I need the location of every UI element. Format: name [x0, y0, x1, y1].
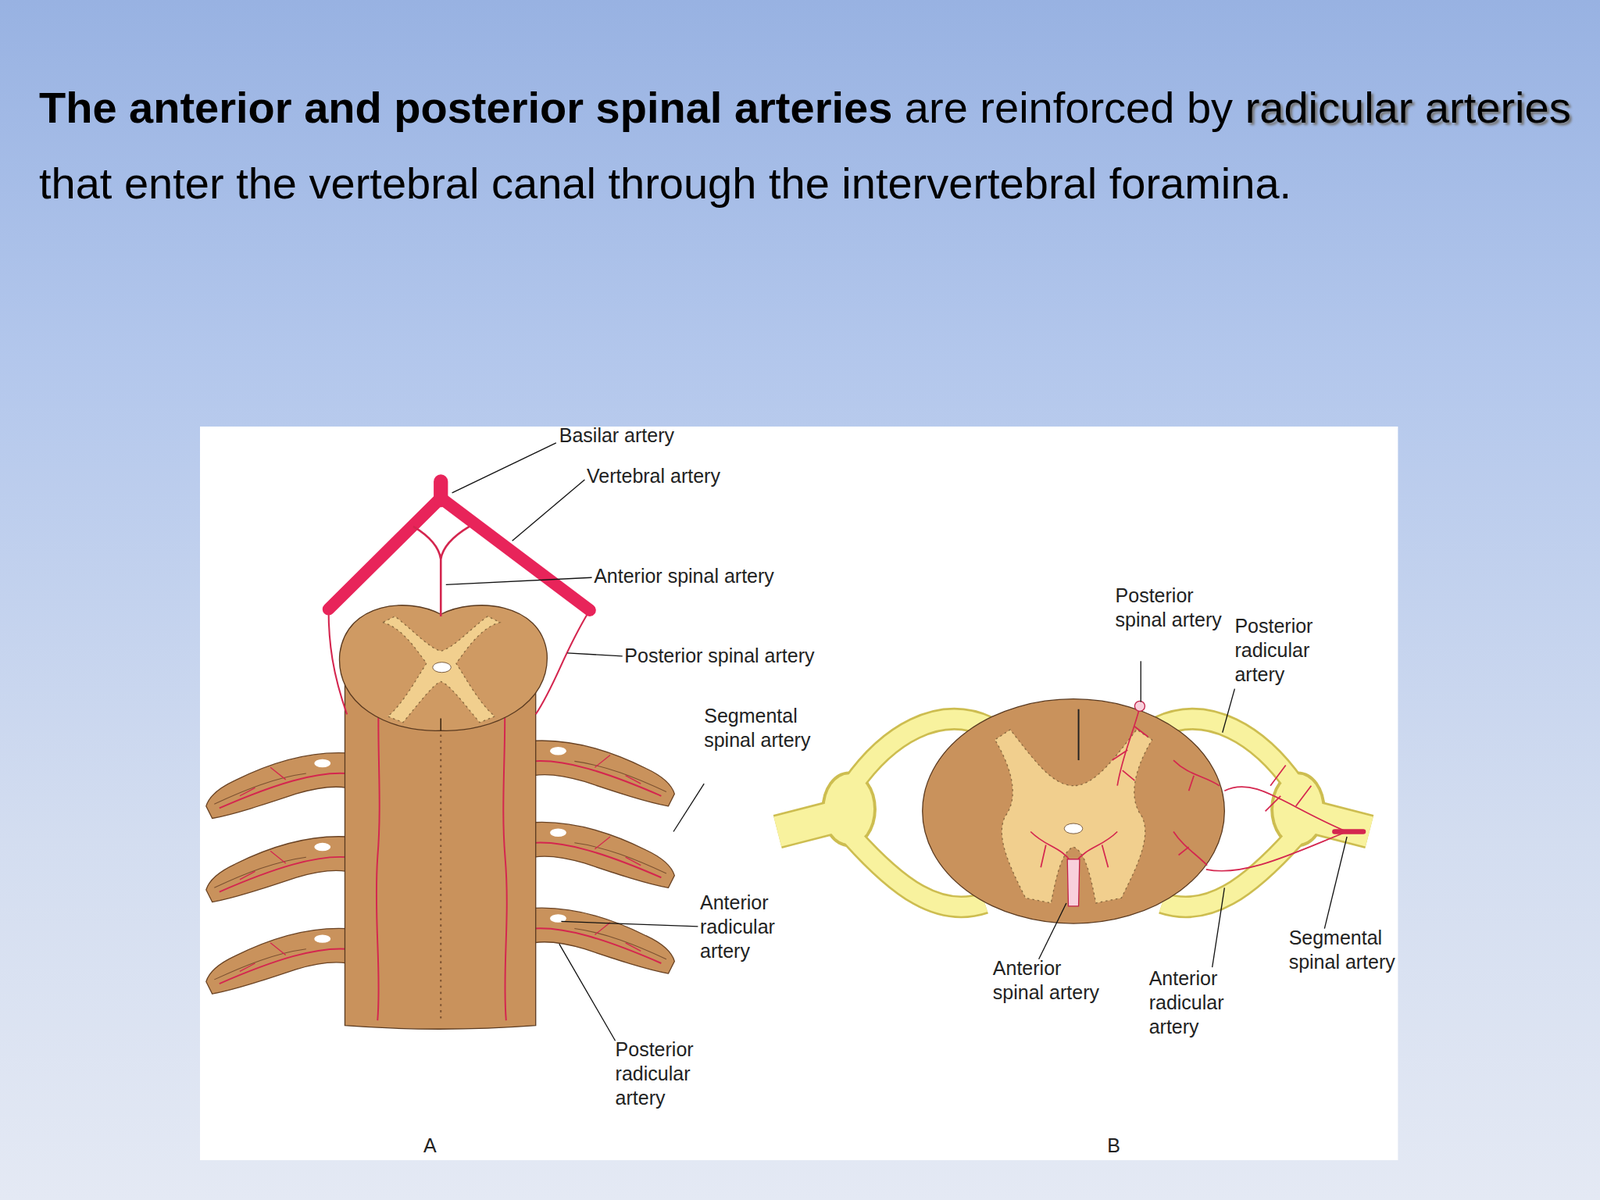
posterior-spinal-artery — [328, 609, 348, 715]
central-canal — [432, 662, 452, 673]
leader-line — [452, 442, 557, 493]
part-label: Anterior radicular artery — [1149, 966, 1259, 1040]
part-label: Segmental spinal artery — [703, 703, 814, 753]
nerve-root — [206, 928, 347, 994]
leader-line — [673, 783, 704, 832]
leader-line — [1140, 660, 1142, 702]
artery-branches — [1112, 707, 1149, 786]
leader-line — [1212, 887, 1225, 968]
median-septum — [1078, 709, 1080, 761]
part-label: Basilar artery — [559, 423, 675, 448]
leader-line — [1222, 689, 1236, 733]
cord-cross-section — [339, 605, 548, 732]
segmental-artery — [1334, 828, 1364, 835]
spinal-cord — [922, 699, 1225, 924]
part-label: A — [423, 1133, 437, 1158]
anterior-spinal-artery — [413, 526, 470, 617]
anterior-spinal-artery — [1067, 859, 1080, 907]
part-label: Vertebral artery — [586, 464, 721, 489]
part-label: Segmental spinal artery — [1289, 925, 1399, 975]
basilar-artery — [433, 481, 448, 500]
median-fissure — [439, 718, 442, 732]
leader-line — [559, 943, 616, 1041]
part-label: Anterior radicular artery — [700, 890, 810, 964]
radicular-artery — [1206, 765, 1347, 872]
nerve-root — [533, 907, 675, 974]
leader-line — [560, 921, 698, 927]
leader-line — [512, 479, 586, 541]
artery-line — [376, 673, 380, 1021]
nerve-root — [533, 821, 675, 888]
leader-line — [446, 577, 593, 585]
cord-cross-section-view — [777, 699, 1370, 924]
part-label: Posterior spinal artery — [1115, 583, 1225, 633]
leader-line — [1039, 903, 1067, 960]
artery-branches — [1173, 760, 1220, 866]
part-label: Posterior spinal artery — [624, 643, 815, 668]
nerve-root — [206, 836, 347, 903]
slide-title: The anterior and posterior spinal arteri… — [39, 69, 1594, 222]
artery-line — [503, 673, 508, 1021]
part-label: Anterior spinal artery — [593, 564, 775, 589]
cord-front-view — [206, 481, 675, 1029]
median-fissure — [439, 734, 442, 1021]
vertebral-artery — [328, 497, 590, 611]
part-label: Anterior spinal artery — [992, 956, 1103, 1005]
figure-panel — [200, 426, 1398, 1161]
posterior-spinal-artery — [1134, 700, 1145, 711]
nerve-root — [206, 753, 347, 819]
part-label: Posterior radicular artery — [1234, 614, 1344, 687]
grey-matter — [382, 616, 500, 723]
posterior-spinal-artery — [535, 610, 590, 715]
part-label: B — [1107, 1133, 1121, 1158]
central-canal — [1064, 823, 1083, 834]
leader-line — [1324, 836, 1347, 929]
part-label: Posterior radicular artery — [615, 1037, 725, 1111]
leader-line — [567, 653, 623, 657]
leader-lines — [446, 442, 1347, 1041]
nerve-root — [533, 740, 675, 807]
